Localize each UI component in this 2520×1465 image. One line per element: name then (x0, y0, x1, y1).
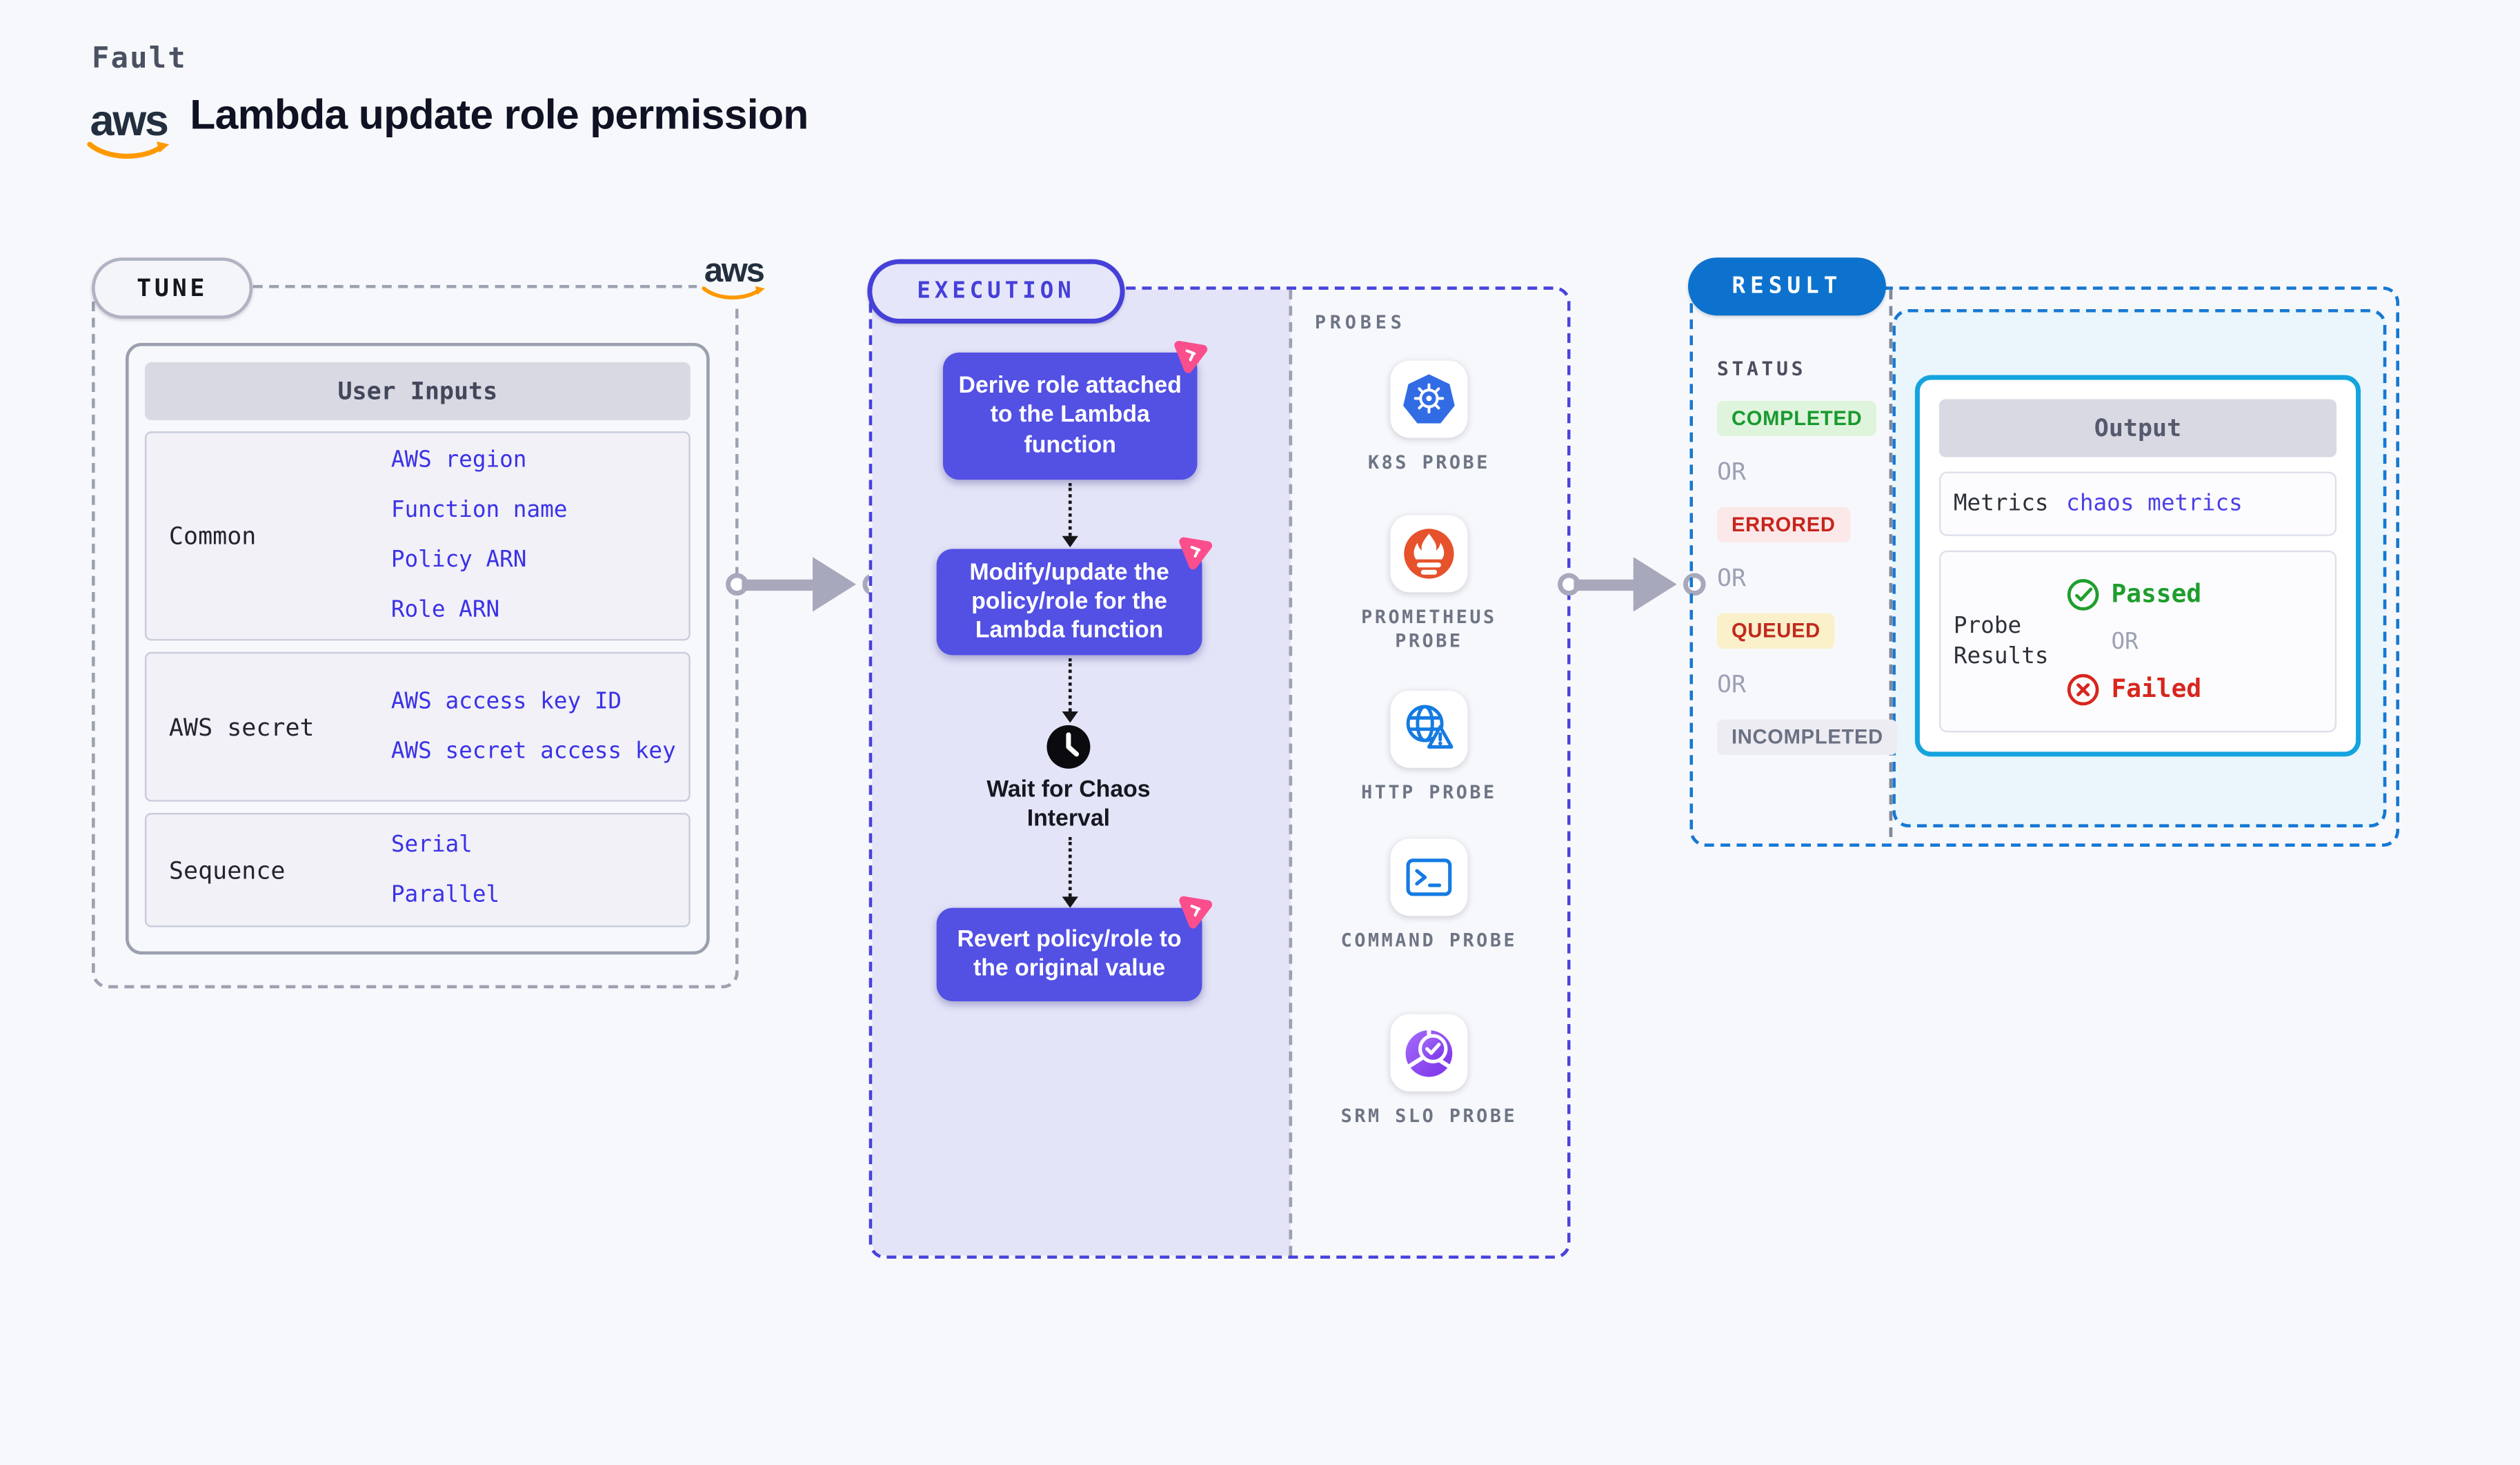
input-link-serial[interactable]: Serial (390, 831, 473, 858)
probe-results-label: Probe Results (1953, 612, 2049, 669)
or-label: OR (2111, 628, 2139, 655)
input-link-secret-access-key[interactable]: AWS secret access key (390, 738, 676, 764)
table-row-aws-secret: AWS secret AWS access key ID AWS secret … (144, 651, 691, 802)
chaos-fault-icon (1179, 896, 1213, 929)
probe-card (1390, 360, 1468, 438)
wait-chaos-interval-label: Wait for Chaos Interval (986, 777, 1151, 833)
check-circle-icon (2067, 578, 2099, 610)
arrow-execution-to-result (1553, 552, 1706, 616)
probe-label: PROMETHEUS PROBE (1361, 605, 1497, 652)
result-pill: RESULT (1688, 257, 1886, 316)
tune-pill: TUNE (91, 257, 253, 319)
result-divider (1889, 289, 1893, 838)
chaos-fault-icon (1179, 537, 1213, 570)
prometheus-icon (1404, 529, 1454, 579)
probe-label: K8S PROBE (1368, 451, 1490, 473)
srm-slo-icon (1405, 1030, 1453, 1077)
connector-down (1060, 482, 1080, 548)
connector-down (1060, 658, 1080, 723)
aws-swoosh-icon (702, 286, 765, 299)
output-row-probe-results: Probe Results Passed OR Failed (1938, 550, 2337, 733)
failed-label: Failed (2111, 674, 2202, 704)
probe-srm-slo: SRM SLO PROBE (1291, 1014, 1567, 1129)
input-link-aws-region[interactable]: AWS region (390, 447, 527, 473)
probe-prometheus: PROMETHEUS PROBE (1291, 515, 1567, 653)
status-badge-queued: QUEUED (1716, 613, 1835, 649)
input-link-access-key-id[interactable]: AWS access key ID (390, 688, 622, 714)
output-box: Output Metrics chaos metrics Probe Resul… (1914, 375, 2361, 757)
user-inputs-table: User Inputs Common AWS region Function n… (125, 342, 710, 955)
input-link-parallel[interactable]: Parallel (390, 881, 500, 907)
probe-result-passed: Passed (2066, 577, 2201, 611)
kubernetes-icon (1403, 374, 1455, 424)
probes-title: PROBES (1314, 311, 1406, 333)
probe-card (1390, 690, 1468, 768)
step-label: Derive role attached to the Lambda funct… (958, 373, 1182, 458)
arrow-tune-to-execution (721, 552, 885, 616)
step-modify-policy: Modify/update the policy/role for the La… (936, 537, 1213, 656)
output-header: Output (1938, 399, 2337, 458)
step-label: Revert policy/role to the original value (957, 927, 1182, 982)
clock-icon (1046, 725, 1091, 769)
step-revert-policy: Revert policy/role to the original value (936, 896, 1213, 1001)
table-row-sequence: Sequence Serial Parallel (144, 813, 691, 927)
tune-region (91, 284, 739, 989)
or-label: OR (1716, 563, 1747, 593)
or-label: OR (1716, 457, 1747, 486)
http-globe-warning-icon (1406, 705, 1454, 749)
row-label: Common (168, 521, 257, 551)
aws-logo: aws (87, 96, 170, 163)
probe-label: SRM SLO PROBE (1340, 1104, 1518, 1127)
probe-http: HTTP PROBE (1291, 690, 1567, 805)
metrics-label: Metrics (1953, 490, 2049, 516)
x-circle-icon (2067, 673, 2099, 705)
execution-region: Derive role attached to the Lambda funct… (869, 286, 1571, 1259)
probe-card (1390, 515, 1468, 593)
aws-logo-small-text: aws (704, 253, 765, 290)
row-label: AWS secret (168, 712, 315, 742)
aws-swoosh-icon (87, 141, 170, 159)
probe-label: COMMAND PROBE (1340, 928, 1518, 952)
aws-logo-text: aws (90, 96, 169, 145)
execution-probes-divider (1289, 289, 1293, 1256)
page-title: Lambda update role permission (190, 90, 808, 139)
probe-card (1390, 838, 1468, 916)
connector-down (1060, 837, 1080, 908)
probe-result-failed: Failed (2066, 672, 2201, 706)
table-row-common: Common AWS region Function name Policy A… (144, 431, 691, 641)
input-link-policy-arn[interactable]: Policy ARN (390, 547, 527, 573)
probe-card (1390, 1014, 1468, 1092)
status-column: STATUS COMPLETED OR ERRORED OR QUEUED OR… (1716, 357, 1898, 756)
chaos-fault-icon (1174, 340, 1208, 373)
fault-eyebrow: Fault (91, 41, 188, 76)
chaos-metrics-link[interactable]: chaos metrics (2066, 491, 2243, 517)
user-inputs-header: User Inputs (144, 362, 691, 420)
command-terminal-icon (1406, 858, 1452, 896)
execution-pill: EXECUTION (867, 259, 1125, 324)
step-derive-role: Derive role attached to the Lambda funct… (942, 340, 1208, 480)
input-link-function-name[interactable]: Function name (390, 497, 568, 524)
status-badge-errored: ERRORED (1716, 507, 1850, 543)
probe-label: HTTP PROBE (1361, 780, 1497, 804)
status-badge-incompleted: INCOMPLETED (1716, 719, 1898, 756)
row-label: Sequence (168, 855, 286, 885)
aws-logo-small: aws (697, 253, 771, 303)
status-badge-completed: COMPLETED (1716, 400, 1877, 437)
passed-label: Passed (2111, 579, 2202, 609)
step-label: Modify/update the policy/role for the La… (969, 560, 1169, 645)
output-row-metrics: Metrics chaos metrics (1938, 471, 2337, 536)
probe-k8s: K8S PROBE (1291, 360, 1567, 475)
or-label: OR (1716, 669, 1747, 699)
status-title: STATUS (1716, 357, 1807, 380)
probe-command: COMMAND PROBE (1291, 838, 1567, 953)
input-link-role-arn[interactable]: Role ARN (390, 597, 500, 623)
